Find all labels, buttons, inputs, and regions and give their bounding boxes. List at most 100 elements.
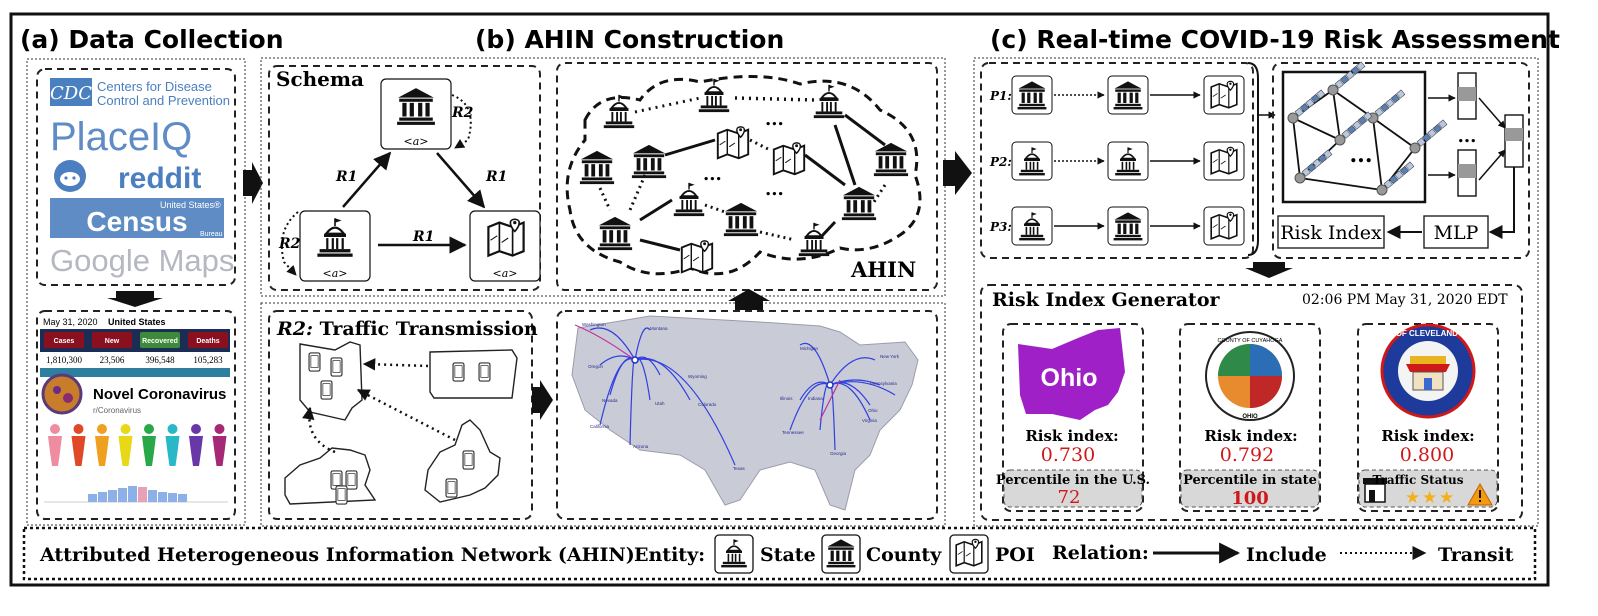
person-body: [165, 436, 180, 466]
community-avatar: [41, 373, 83, 415]
social-stats-box: [36, 310, 236, 520]
schema-poi-attr: <a>: [493, 267, 518, 280]
stats-date: May 31, 2020: [43, 317, 98, 327]
card1-sub-label: Percentile in the U.S.: [996, 473, 1150, 488]
node-feature-vector: [1383, 161, 1415, 189]
census-logo: United States® Census Bureau: [50, 198, 224, 238]
card2-risk-label: Risk index:: [1204, 427, 1297, 445]
schema-title: Schema: [276, 67, 364, 91]
ohio-shape: [1018, 328, 1125, 420]
person-body: [189, 436, 203, 466]
schema-r1-bottom: R1: [412, 229, 434, 245]
reddit-logo: reddit: [54, 160, 201, 195]
schema-county-attr: <a>: [404, 135, 429, 148]
city-label: Montana: [650, 326, 668, 331]
card2-sub-value: 100: [1231, 488, 1269, 509]
flow-line: [589, 327, 636, 361]
legend-state: State: [760, 544, 816, 566]
legend-title: Attributed Heterogeneous Information Net…: [39, 544, 635, 566]
hub-marker: [826, 381, 834, 389]
ahin-top-panel: [260, 57, 946, 297]
section-a-title: (a) Data Collection: [20, 25, 284, 54]
community-name: Novel Coronavirus: [93, 386, 226, 403]
legend-entity-label: Entity:: [634, 544, 705, 566]
city-label: Colorado: [698, 402, 717, 407]
flow-line: [634, 327, 651, 361]
city-label: Tennessee: [782, 430, 804, 435]
star-icon: ★: [1405, 488, 1420, 508]
gnn-node: [1334, 134, 1346, 146]
phone-icon: [320, 380, 333, 400]
node-feature-vector: [1341, 111, 1373, 139]
card1-sub-value: 72: [1058, 487, 1081, 508]
community-banner: [40, 368, 230, 377]
schema-poi-node: <a>: [469, 210, 541, 282]
flow-line: [799, 342, 831, 386]
schema-box: [268, 65, 541, 291]
generator-title: Risk Index Generator: [992, 289, 1220, 311]
kentucky-outline: [284, 447, 377, 505]
histogram-bar: [178, 494, 187, 502]
person-body: [212, 436, 227, 466]
phone-icon: [452, 362, 465, 382]
warning-icon: [1467, 482, 1493, 506]
mlp-label: MLP: [1434, 222, 1479, 244]
ahin-ellipsis-2: ...: [765, 109, 784, 130]
arrow-to-generator: [1245, 262, 1293, 278]
city-label: Illinois: [780, 396, 793, 401]
schema-self-loop-state: [280, 211, 299, 276]
phone-icon: [462, 450, 475, 470]
ahin-cloud-boundary: [565, 74, 922, 276]
gnn-graph: [1281, 70, 1427, 204]
schema-state-attr: <a>: [323, 267, 348, 280]
histogram-bar: [138, 487, 147, 502]
city-label: Ohio: [868, 408, 878, 413]
meta-path-bracket: [1247, 62, 1259, 256]
star-icon: ★: [1439, 488, 1454, 508]
schema-edge-county-poi: [436, 152, 486, 209]
pennsylvania-outline: [429, 349, 518, 399]
person-icon: [144, 424, 154, 434]
card2-risk-value: 0.792: [1220, 444, 1274, 466]
stat-pill: [188, 332, 228, 348]
person-icon: [167, 424, 178, 434]
stat-value: 105,283: [193, 355, 223, 365]
person-body: [48, 436, 62, 466]
legend-box: [22, 526, 1537, 581]
person-body: [142, 436, 156, 466]
card1-risk-label: Risk index:: [1025, 427, 1118, 445]
cdc-badge: CDC: [50, 83, 92, 104]
stats-banner: [40, 329, 230, 352]
risk-index-box: [1277, 215, 1385, 249]
card3-risk-label: Risk index:: [1381, 427, 1474, 445]
city-label: California: [590, 424, 610, 429]
poi-node: [716, 125, 750, 160]
gnn-node: [1287, 112, 1299, 124]
schema-r1-left: R1: [335, 169, 357, 185]
node-feature-vector: [1334, 61, 1366, 89]
city-label: Wyoming: [688, 374, 707, 379]
ahin-edges: [598, 96, 887, 252]
phone-icon: [345, 470, 358, 490]
schema-edge-state-county: [342, 151, 392, 208]
stat-value: 396,548: [145, 355, 175, 365]
phone-icon: [445, 478, 458, 498]
card3-risk-value: 0.800: [1400, 444, 1454, 466]
star-icon: ★: [1422, 488, 1437, 508]
embedding-vectors: [1428, 72, 1477, 197]
arrow-down-sources: [107, 291, 163, 307]
city-label: Utah: [655, 401, 665, 406]
cdc-logo: CDC Centers for Disease Control and Prev…: [50, 78, 230, 108]
card2-sub-label: Percentile in state: [1183, 473, 1317, 488]
subreddit-name: r/Coronavirus: [93, 406, 141, 415]
ahin-ellipsis-3: ...: [765, 179, 784, 200]
cuyahoga-ring-top: COUNTY OF CUYAHOGA: [1218, 338, 1283, 344]
node-feature-vector: [1416, 119, 1448, 147]
embedding-ellipsis: ...: [1458, 126, 1477, 147]
person-body: [95, 436, 109, 466]
person-icon: [191, 424, 201, 434]
person-icon: [214, 424, 225, 434]
generator-timestamp: 02:06 PM May 31, 2020 EDT: [1302, 292, 1508, 308]
